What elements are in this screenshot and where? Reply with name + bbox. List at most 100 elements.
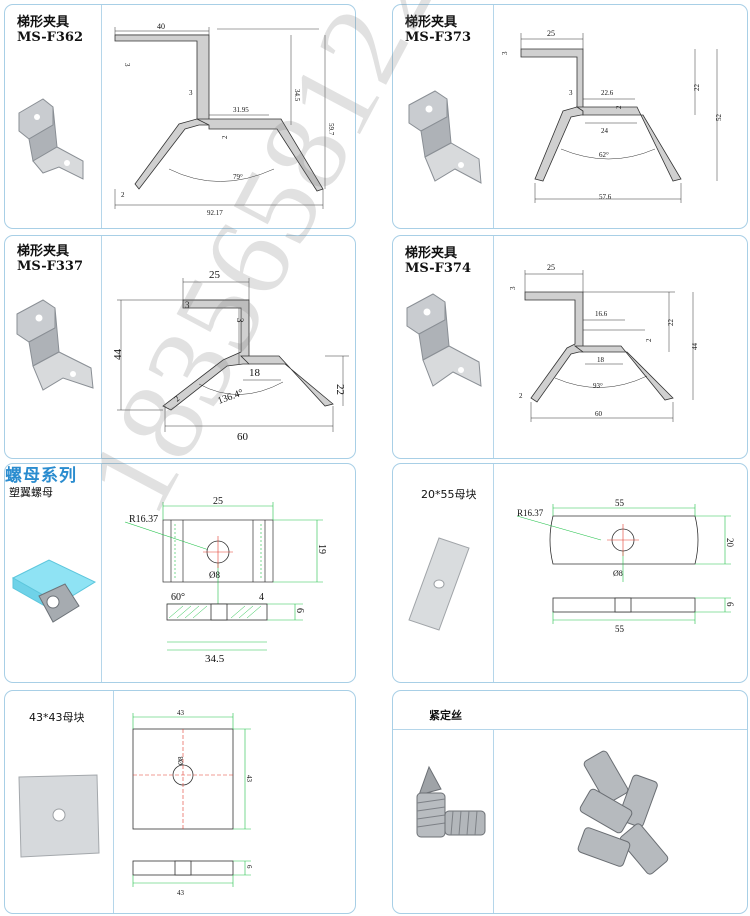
dim-slot: 4 — [259, 592, 264, 603]
drawing-block-43x43: 43 43 Ø8 6 43 — [132, 709, 253, 897]
dim-thickness-2: 3 — [189, 89, 193, 97]
dim-foot: 2 — [121, 191, 125, 199]
divider — [101, 5, 102, 228]
divider — [493, 729, 494, 913]
dim-angle: 60° — [171, 592, 185, 603]
drawing-f373: 25 3 3 22.6 2 22 52 24 62° 57.6 — [501, 29, 723, 203]
dim-hole: Ø8 — [177, 756, 185, 765]
dim-width: 43 — [177, 709, 185, 717]
dim-thickness: 3 — [501, 51, 509, 55]
dim-radius: R16.37 — [517, 508, 544, 518]
product-photo-f362 — [18, 98, 84, 180]
dim-inner: 16.6 — [595, 310, 608, 318]
dim-thickness: 3 — [509, 286, 517, 290]
dim-hole: Ø8 — [613, 569, 623, 578]
dim-thickness-2: 3 — [569, 89, 573, 97]
dim-h2: 44 — [691, 343, 699, 351]
header-rule — [393, 729, 747, 730]
card-title: 梯形夹具 — [17, 15, 70, 30]
dim-mid: 18 — [597, 356, 605, 364]
dim-gap: 2 — [221, 135, 229, 139]
card-model: MS-F374 — [405, 261, 472, 276]
divider — [493, 5, 494, 228]
divider — [113, 691, 114, 913]
drawing-f362: 40 3 3 34.5 59.7 2 31.95 79° 2 92.17 — [114, 22, 335, 217]
dim-gap: 2 — [615, 105, 623, 109]
dim-h1: 22 — [667, 319, 675, 327]
product-photo-f337 — [16, 299, 94, 391]
dim-top: 25 — [547, 263, 555, 272]
product-card-f337: 梯形夹具 MS-F337 25 3 3 44 22 18 136.4° 2 — [4, 235, 356, 459]
product-card-f362: 梯形夹具 MS-F362 40 3 3 34.5 59.7 2 31.95 — [4, 4, 356, 229]
dim-h1: 22 — [693, 84, 701, 92]
dim-angle: 79° — [233, 173, 243, 181]
dim-thickness: 3 — [185, 300, 190, 310]
dim-hole: Ø8 — [209, 570, 220, 580]
product-photo-block-43x43 — [18, 774, 100, 858]
dim-thickness: 3 — [123, 63, 131, 67]
card-subtitle: 43*43母块 — [29, 711, 85, 724]
dim-length: 34.5 — [205, 653, 225, 665]
dim-inner: 22.6 — [601, 89, 614, 97]
product-photo-set-screw-left — [416, 765, 486, 838]
product-card-block-43x43: 43*43母块 43 43 Ø8 6 43 — [4, 690, 356, 914]
drawing-block-20x55: 55 R16.37 20 Ø8 6 55 — [516, 498, 735, 634]
divider — [101, 236, 102, 458]
card-subtitle: 塑翼螺母 — [9, 486, 53, 499]
dim-height: 19 — [316, 544, 327, 554]
product-photo-block-20x55 — [408, 537, 470, 631]
divider — [493, 464, 494, 682]
dim-angle: 62° — [599, 151, 609, 159]
card-title: 梯形夹具 — [17, 244, 70, 259]
card-title: 梯形夹具 — [405, 246, 458, 261]
dim-thickness: 6 — [245, 865, 253, 869]
dim-thickness-2: 3 — [235, 318, 245, 323]
dim-thickness: 6 — [294, 608, 305, 613]
dim-h: 44 — [112, 349, 124, 361]
dim-gap: 2 — [645, 338, 653, 342]
card-model: MS-F362 — [17, 30, 84, 45]
dim-width: 55 — [615, 498, 625, 508]
dim-mid: 24 — [601, 127, 609, 135]
dim-foot: 2 — [173, 394, 182, 403]
dim-mid: 18 — [249, 367, 261, 379]
product-photo-f374 — [406, 293, 482, 387]
card-subtitle: 20*55母块 — [421, 488, 477, 501]
card-title: 梯形夹具 — [405, 15, 458, 30]
dim-width: 25 — [213, 496, 223, 507]
divider — [493, 236, 494, 458]
dim-top: 25 — [547, 29, 555, 38]
dim-inner: 31.95 — [233, 106, 249, 114]
product-card-plastic-nut: 螺母系列 塑翼螺母 — [4, 463, 356, 683]
dim-base: 92.17 — [207, 209, 223, 217]
drawing-f374: 25 3 16.6 2 22 44 18 93° 2 60 — [509, 263, 699, 422]
dim-width-2: 55 — [615, 624, 625, 634]
drawing-f337: 25 3 3 44 22 18 136.4° 2 60 — [112, 269, 349, 443]
card-model: MS-F373 — [405, 30, 472, 45]
product-photo-plastic-nut — [11, 559, 97, 623]
dim-width-2: 43 — [177, 889, 185, 897]
product-card-set-screw: 紧定丝 — [392, 690, 748, 914]
drawing-plastic-nut: 25 R16.37 19 Ø8 60° 4 6 34.5 — [124, 496, 327, 665]
dim-base: 60 — [595, 410, 603, 418]
dim-h2: 22 — [334, 384, 346, 395]
dim-height: 43 — [245, 775, 253, 783]
product-card-f373: 梯形夹具 MS-F373 25 3 3 22.6 2 22 52 24 62° … — [392, 4, 748, 229]
card-subtitle: 紧定丝 — [429, 709, 462, 722]
dim-h1: 34.5 — [293, 89, 301, 102]
dim-height: 20 — [725, 538, 735, 548]
product-card-f374: 梯形夹具 MS-F374 25 3 16.6 2 22 44 18 93° 2 — [392, 235, 748, 459]
dim-foot: 2 — [519, 392, 523, 400]
dim-angle: 136.4° — [216, 387, 245, 406]
card-model: MS-F337 — [17, 259, 84, 274]
series-title: 螺母系列 — [5, 466, 77, 486]
dim-top: 25 — [209, 269, 221, 281]
product-card-block-20x55: 20*55母块 55 R16.37 20 Ø8 6 55 — [392, 463, 748, 683]
dim-top: 40 — [157, 22, 165, 31]
product-photo-set-screw-group — [577, 750, 669, 875]
product-photo-f373 — [408, 90, 482, 184]
dim-h2: 59.7 — [327, 123, 335, 136]
dim-base: 57.6 — [599, 193, 612, 201]
dim-thickness: 6 — [725, 602, 735, 607]
dim-angle: 93° — [593, 382, 603, 390]
